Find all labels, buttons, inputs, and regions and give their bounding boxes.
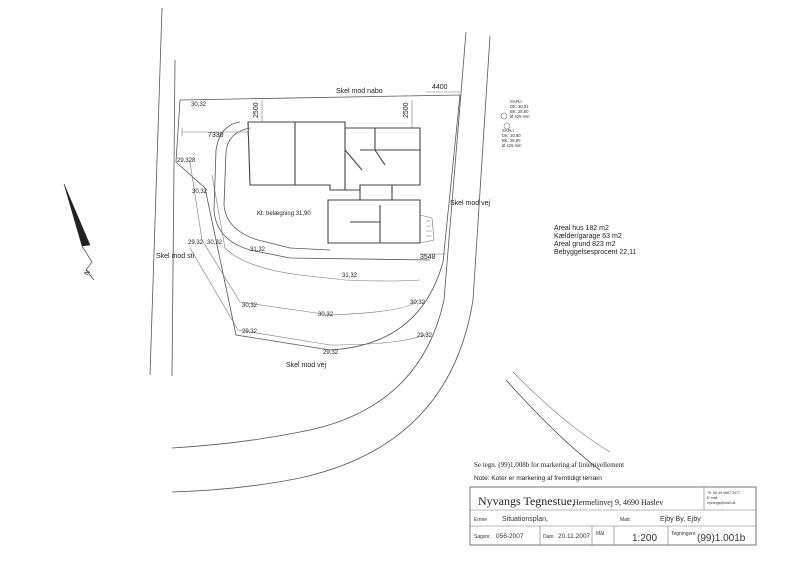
level-label: 31,32 (250, 247, 266, 253)
dim-bottom-right-label: 3548 (420, 254, 436, 261)
company-address: Hermelinvej 9, 4690 Haslev (573, 498, 663, 507)
house-interior-walls (294, 122, 420, 200)
contour-29 (189, 247, 429, 346)
level-label: 29,32 (188, 240, 204, 246)
tegningsnr-label: Tegningsnr. (671, 531, 697, 537)
house-footprint (247, 121, 435, 244)
dim-setback-lines (261, 100, 413, 128)
title-block: Nyvangs Tegnestue, Hermelinvej 9, 4690 H… (469, 486, 757, 546)
level-label: 30,32 (192, 189, 208, 195)
level-label: 31,32 (342, 273, 358, 279)
note-line-1: Se tegn. (99)1.008b for markering af lin… (474, 461, 624, 469)
well-labels: SAFLI DK: 30,81 BK: 28,60 Ø 425 mm SAFLI… (502, 99, 530, 148)
matr-value: Ejby By, Ejby (660, 516, 701, 523)
area-basement: Kælder/garage 63 m2 (554, 233, 622, 240)
driveway-inner (223, 127, 331, 251)
level-label: 29,32 (417, 333, 433, 339)
house-upper-wing (247, 121, 421, 191)
south-boundary (329, 261, 444, 351)
company-name: Nyvangs Tegnestue, (478, 494, 575, 508)
terrain-lines (189, 161, 429, 346)
dim-left-label: 7330 (208, 132, 224, 139)
area-summary: Areal hus 182 m2 Kælder/garage 63 m2 Are… (554, 225, 636, 256)
emne-label: Emne (474, 517, 487, 523)
level-label: 30,32 (242, 303, 258, 309)
house-interior-detail (344, 149, 386, 243)
level-label: 30,32 (207, 240, 223, 246)
site-boundary (175, 94, 461, 351)
east-road-edge-outer (171, 31, 467, 449)
east-road-edge-inner (171, 35, 491, 493)
tegningsnr-value: (99)1.001b (697, 533, 746, 544)
west-boundary (175, 99, 331, 351)
north-arrow-tail (81, 245, 95, 281)
level-label: 30,32 (410, 300, 426, 306)
title-block-frame (469, 486, 757, 546)
well-2-line: BK: 28,80 (502, 138, 521, 143)
house-stair (419, 214, 435, 244)
emne-value: Situationsplan, (502, 516, 548, 523)
west-road-edge-inner (171, 59, 176, 377)
floor-level-label: Kt. belægning 31,90 (257, 211, 311, 217)
driveway-outer (213, 121, 431, 261)
east-boundary (442, 94, 461, 263)
house-stair-steps (426, 220, 432, 237)
sagsnr-label: Sagsnr. (474, 534, 491, 540)
level-label: 29,328 (177, 158, 196, 164)
area-house: Areal hus 182 m2 (554, 225, 609, 232)
well-circle-1 (500, 112, 508, 120)
driveway (213, 121, 431, 261)
well-1-line: Ø 425 mm (510, 114, 530, 119)
maal-label: Mål (596, 530, 604, 537)
north-arrow-letter: N (84, 269, 93, 277)
sagsnr-value: 056-2007 (496, 533, 524, 540)
dato-label: Dato (543, 534, 554, 540)
north-boundary (179, 94, 461, 101)
well-2-line: Ø 425 mm (502, 143, 522, 148)
road-lines (149, 7, 611, 493)
area-percentage: Bebyggelsesprocent 22,11 (554, 249, 636, 256)
dim-setback-left-label: 2500 (253, 102, 260, 118)
contact-line: E-mail: (707, 496, 718, 500)
level-label: 30,32 (191, 102, 207, 108)
well-1-line: BK: 28,60 (510, 109, 529, 114)
well-1-line: DK: 30,81 (510, 104, 529, 109)
north-arrow (63, 183, 95, 281)
dim-top-right-label: 4400 (432, 84, 448, 91)
path-diagonal-2 (512, 371, 611, 453)
level-label: 29,32 (242, 329, 258, 335)
well-1-line: SAFLI (510, 99, 522, 104)
dimension-lines (181, 91, 460, 255)
dim-left-ticks (181, 128, 249, 136)
contact-line: nyvangs@mail.dk (707, 501, 736, 505)
note-line-2: Note: Koter er markering af fremtidigt t… (474, 475, 602, 482)
north-arrow-shape (63, 183, 91, 247)
wells (500, 112, 511, 130)
contact-line: Tlf. 56 45 4667 2077 (707, 491, 740, 495)
label-north-boundary: Skel mod nabo (336, 88, 383, 95)
path-diagonal (505, 379, 601, 471)
area-plot: Areal grund 823 m2 (554, 241, 616, 248)
label-south-boundary: Skel mod vej (286, 362, 327, 369)
west-road-edge-outer (149, 7, 163, 376)
contour-30 (189, 161, 419, 316)
dato-value: 20.11.2007 (558, 533, 590, 540)
dim-setback-right-label: 2500 (403, 102, 410, 118)
level-label: 30,32 (318, 312, 334, 318)
matr-label: Matr. (620, 517, 631, 523)
label-east-boundary: Skel mod vej (450, 200, 491, 207)
level-label: 29,32 (323, 350, 339, 356)
well-2-line: DK: 30,80 (502, 133, 521, 138)
maal-value: 1:200 (632, 533, 657, 544)
well-2-line: SAFLI (502, 128, 514, 133)
contour-31 (211, 174, 421, 282)
label-west-boundary: Skel mod sti (156, 253, 195, 260)
well-circle-2 (503, 122, 511, 130)
